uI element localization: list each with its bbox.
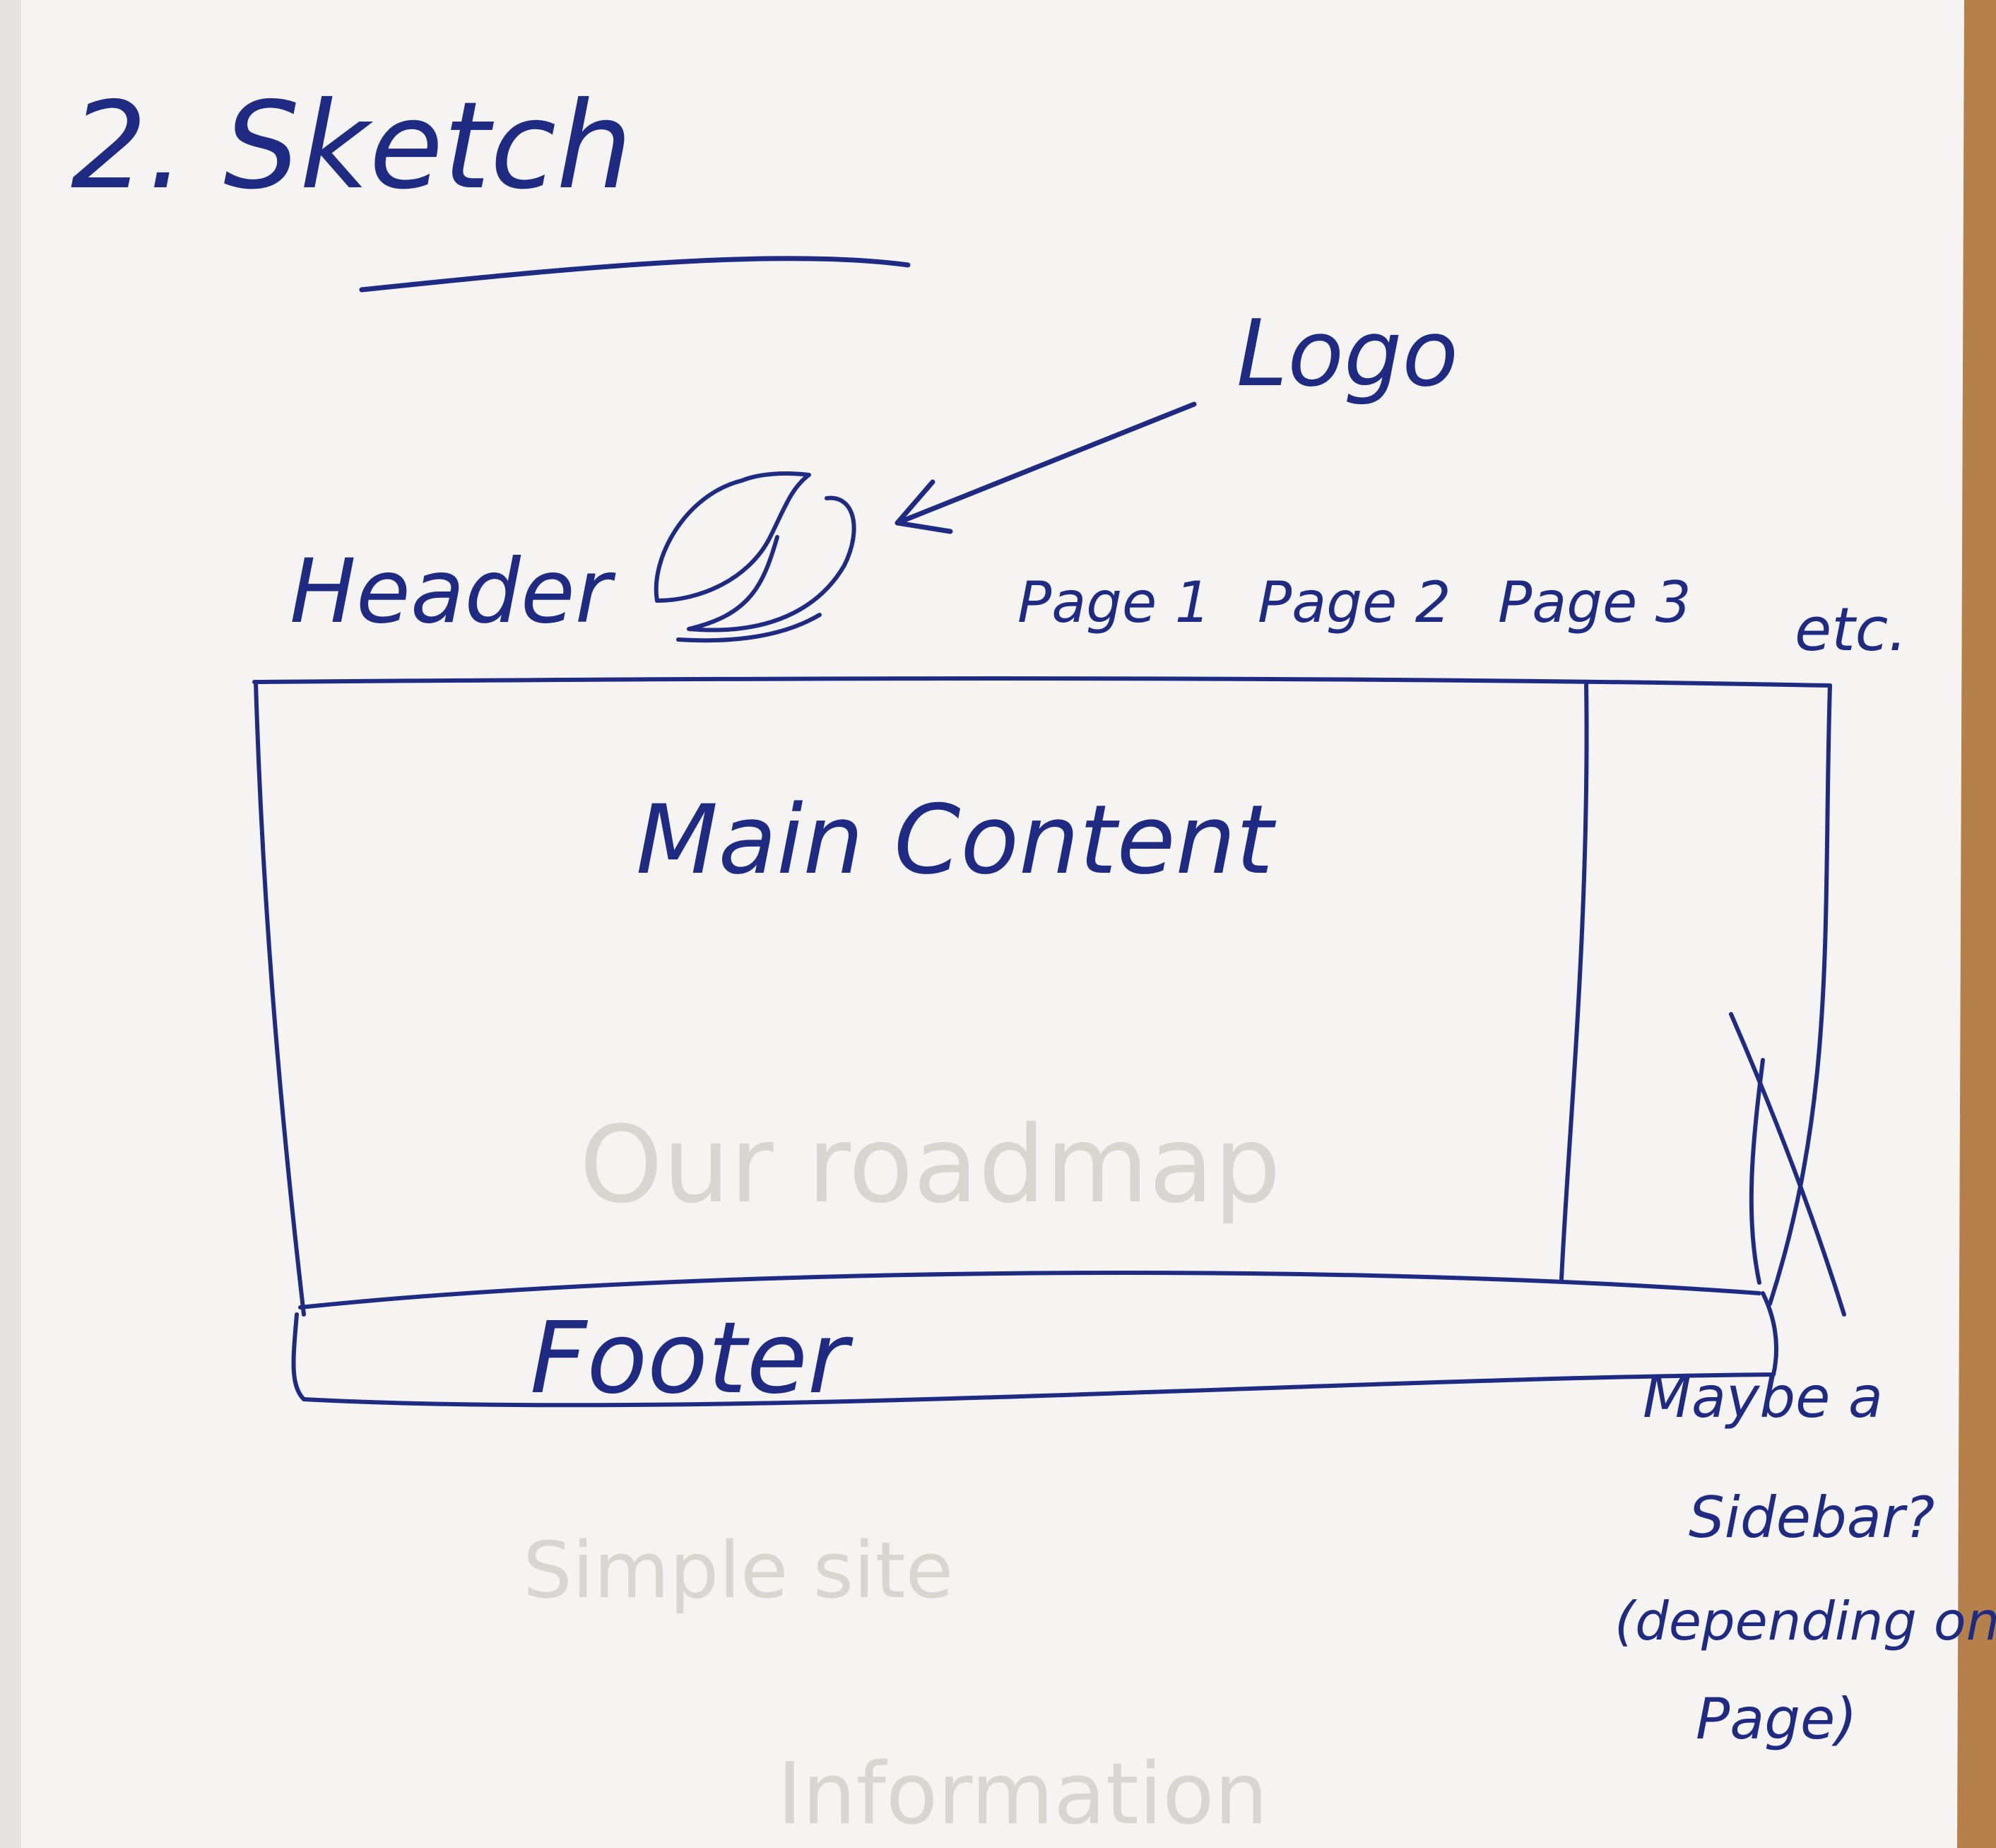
nav-page-3: Page 3 xyxy=(1498,570,1691,635)
sidebar-cross-stroke-1 xyxy=(1729,1012,1846,1317)
main-content-label: Main Content xyxy=(636,784,1277,895)
ghost-text-2: Simple site xyxy=(523,1525,953,1615)
sidebar-note-line-2: Sidebar? xyxy=(1689,1485,1935,1550)
logo-arrow-head xyxy=(894,479,953,534)
header-label: Header xyxy=(290,541,616,643)
logo-arrow-line xyxy=(898,401,1197,524)
logo-label: Logo xyxy=(1236,300,1458,407)
main-box-right-edge xyxy=(1768,683,1832,1306)
sidebar-divider xyxy=(1559,680,1589,1281)
title-underline xyxy=(359,256,911,293)
main-box-top-edge xyxy=(252,676,1832,688)
main-box-left-edge xyxy=(254,680,306,1317)
sidebar-note-line-1: Maybe a xyxy=(1643,1365,1883,1430)
logo-icon xyxy=(654,471,856,643)
ghost-text-1: Our roadmap xyxy=(579,1104,1281,1227)
sidebar-cross-stroke-2 xyxy=(1749,1058,1765,1285)
nav-etc: etc. xyxy=(1795,595,1907,665)
footer-band-outline xyxy=(291,1291,1779,1408)
sidebar-note-line-4: Page) xyxy=(1696,1686,1857,1752)
sketch-title: 2. Sketch xyxy=(71,76,632,216)
sidebar-note-line-3: (depending on xyxy=(1614,1590,1996,1652)
nav-page-1: Page 1 xyxy=(1017,570,1211,635)
paper-edge-shadow xyxy=(0,0,21,1848)
ghost-text-3: Information xyxy=(777,1746,1268,1844)
footer-label: Footer xyxy=(530,1301,854,1416)
main-box-bottom-edge xyxy=(298,1271,1761,1310)
nav-page-2: Page 2 xyxy=(1258,570,1451,635)
